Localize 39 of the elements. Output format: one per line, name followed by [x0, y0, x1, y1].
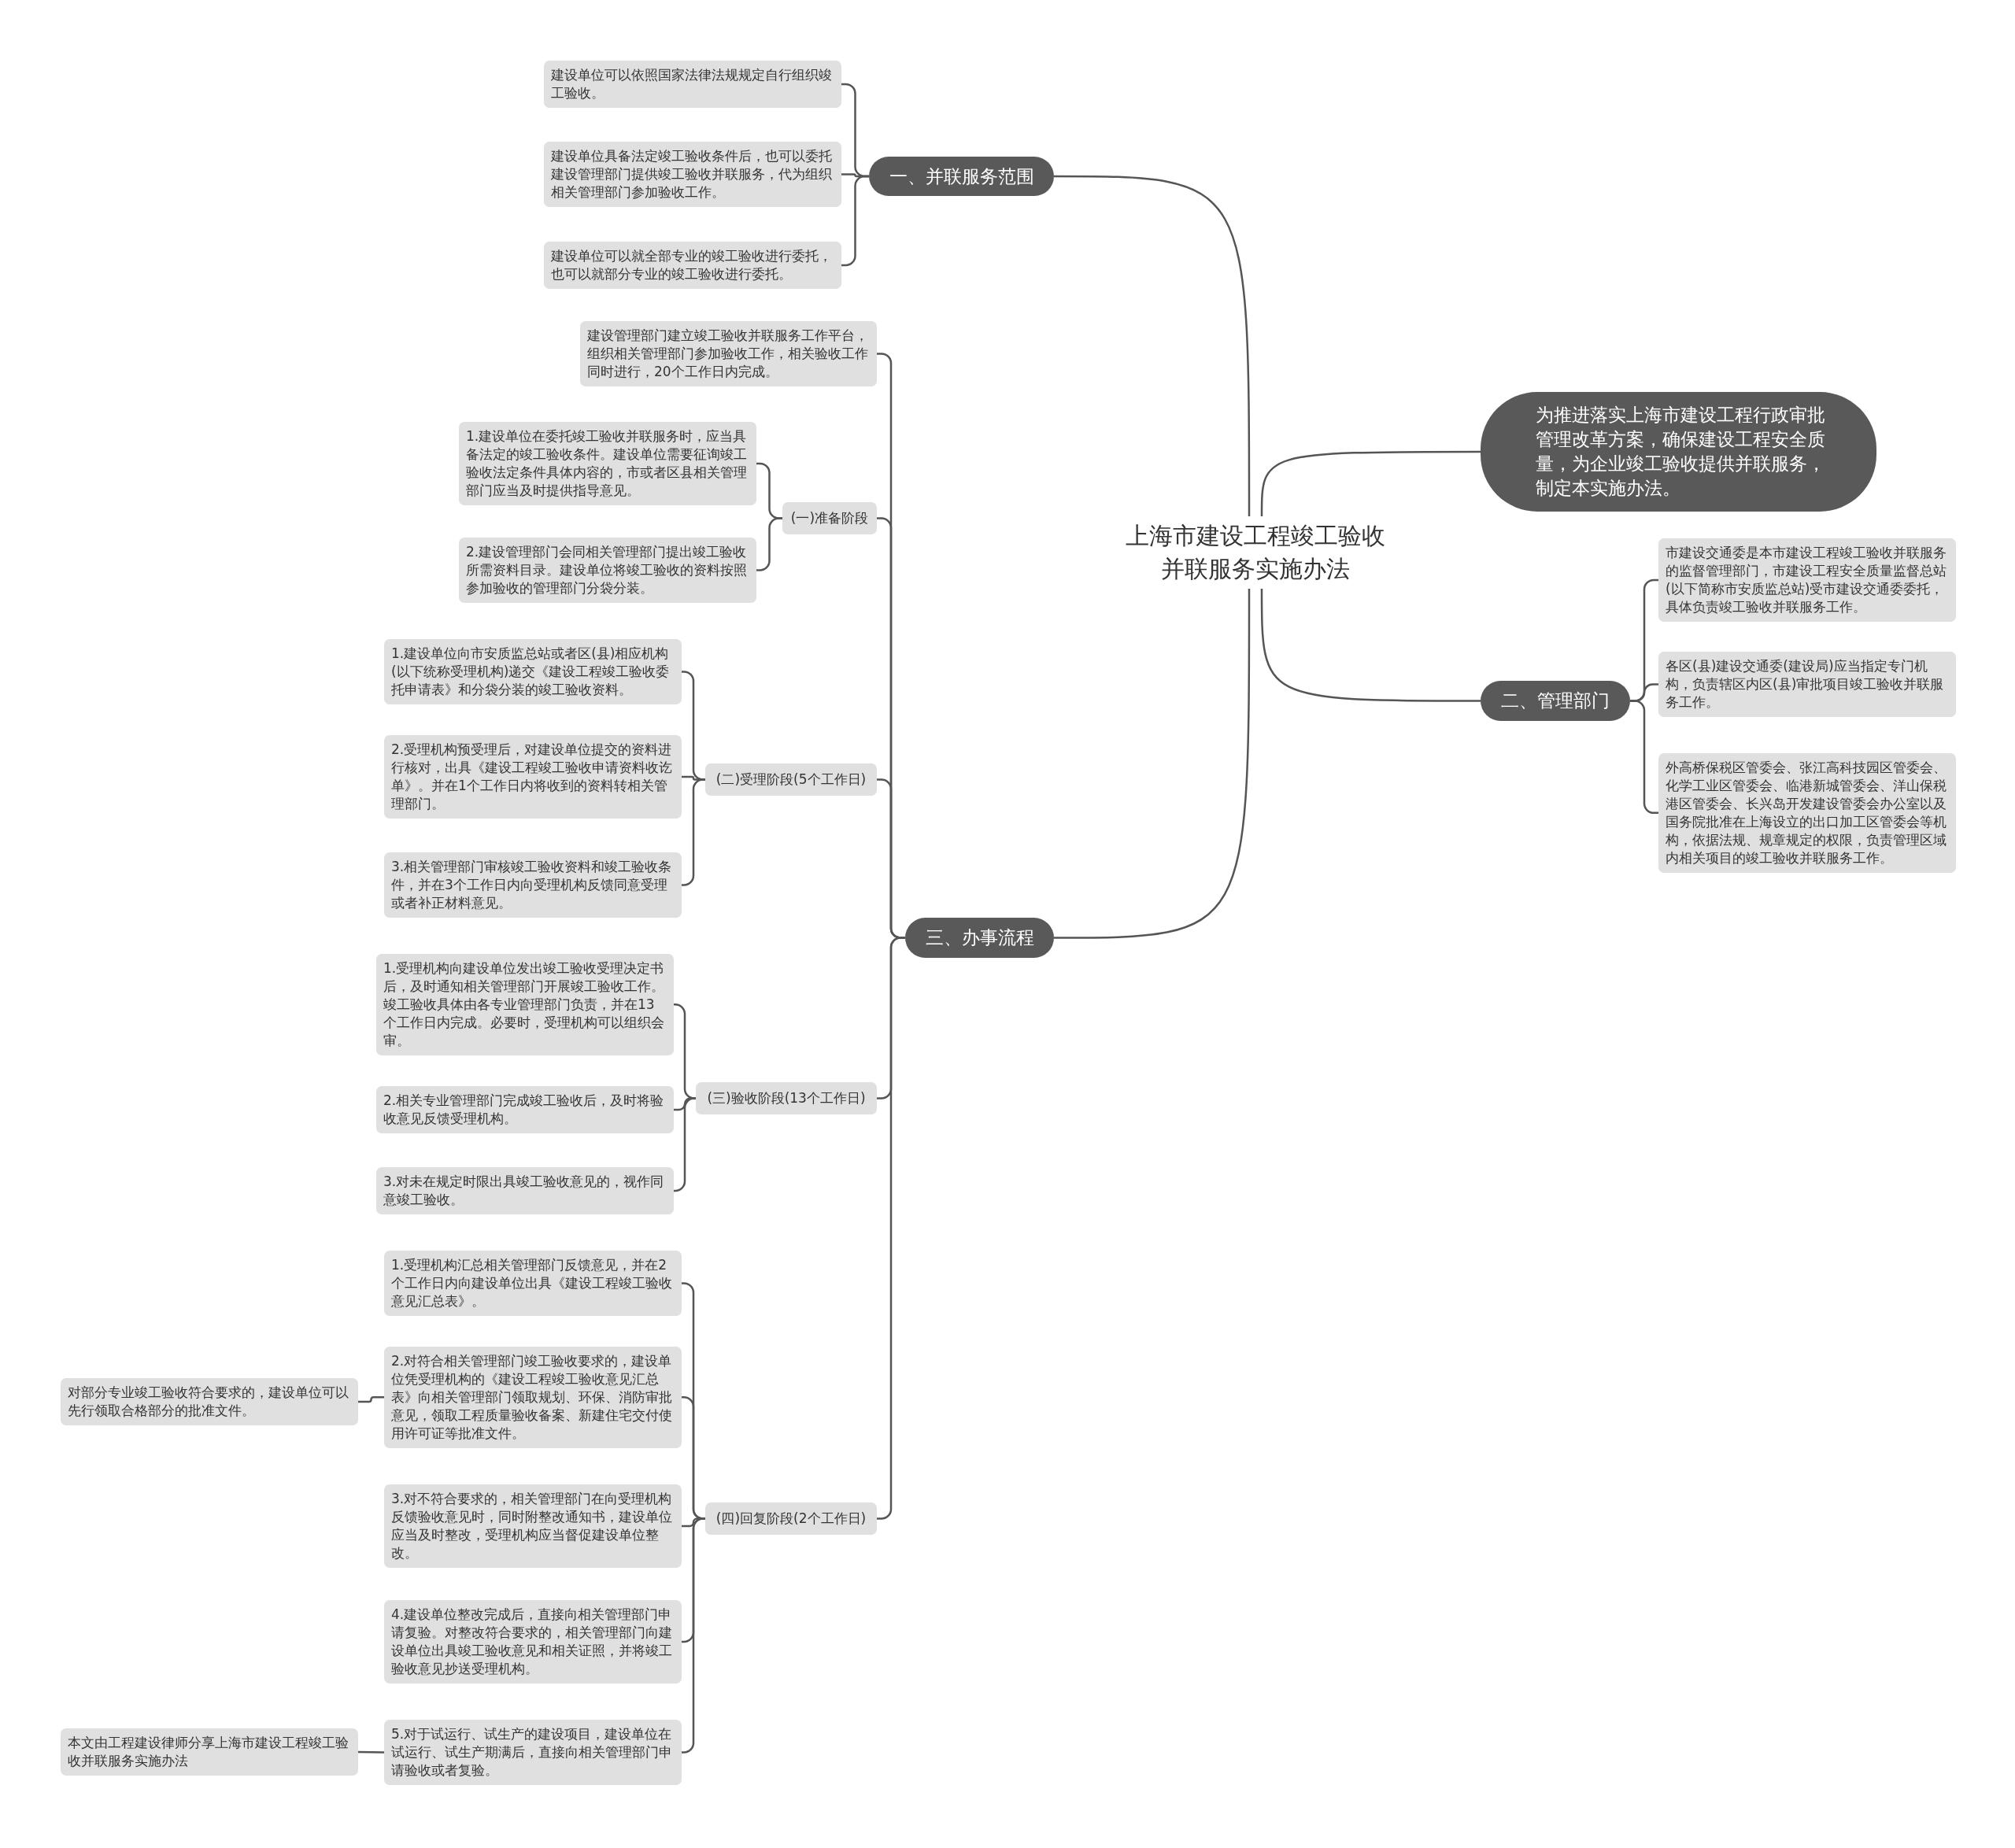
text-card: 1.受理机构汇总相关管理部门反馈意见，并在2个工作日内向建设单位出具《建设工程竣工验收意见汇总表》。 [384, 1251, 682, 1316]
connector-line [673, 1097, 697, 1192]
connector-line [1054, 589, 1251, 939]
topic-pill: 为推进落实上海市建设工程行政审批管理改革方案，确保建设工程安全质量，为企业竣工验收提供并联服务，制定本实施办法。 [1481, 392, 1876, 512]
text-card: 建设单位可以依照国家法律法规规定自行组织竣工验收。 [544, 61, 841, 108]
text-card: 1.建设单位向市安质监总站或者区(县)相应机构(以下统称受理机构)递交《建设工程竣工验收委托申请表》和分袋分装的竣工验收资料。 [384, 639, 682, 704]
text-card: 1.受理机构向建设单位发出竣工验收受理决定书后，及时通知相关管理部门开展竣工验收工作。竣工验收具体由各专业管理部门负责，并在13个工作日内完成。必要时，受理机构可以组织会审。 [376, 954, 674, 1055]
connector-line [1260, 589, 1481, 702]
subtopic-card: (三)验收阶段(13个工作日) [696, 1082, 877, 1114]
topic-pill: 三、办事流程 [905, 918, 1054, 958]
connector-line [358, 1750, 384, 1754]
text-card: 对部分专业竣工验收符合要求的，建设单位可以先行领取合格部分的批准文件。 [61, 1378, 358, 1425]
text-card: 1.建设单位在委托竣工验收并联服务时，应当具备法定的竣工验收条件。建设单位需要征询竣工验收法定条件具体内容的，市或者区县相关管理部门应当及时提供指导意见。 [459, 422, 756, 505]
text-card: 3.相关管理部门审核竣工验收资料和竣工验收条件，并在3个工作日内向受理机构反馈同意受理或者补正材料意见。 [384, 852, 682, 918]
text-card: 建设单位可以就全部专业的竣工验收进行委托，也可以就部分专业的竣工验收进行委托。 [544, 242, 841, 289]
text-card: 本文由工程建设律师分享上海市建设工程竣工验收并联服务实施办法 [61, 1728, 358, 1776]
central-topic-text: 上海市建设工程竣工验收并联服务实施办法 [1126, 519, 1385, 586]
text-card: 2.对符合相关管理部门竣工验收要求的，建设单位凭受理机构的《建设工程竣工验收意见汇总表》向相关管理部门领取规划、环保、消防审批意见，领取工程质量验收备案、新建住宅交付使用许可证等批准文件。 [384, 1347, 682, 1448]
topic-pill: 一、并联服务范围 [869, 157, 1054, 196]
topic-pill: 二、管理部门 [1481, 681, 1630, 721]
connector-line [358, 1396, 384, 1403]
text-card: 外高桥保税区管委会、张江高科技园区管委会、化学工业区管委会、临港新城管委会、洋山保税港区管委会、长兴岛开发建设管委会办公室以及国务院批准在上海设立的出口加工区管委会等机构，依据法规、规章规定的权限，负责管理区域内相关项目的竣工验收并联服务工作。 [1658, 753, 1956, 873]
text-card: 2.相关专业管理部门完成竣工验收后，及时将验收意见反馈受理机构。 [376, 1086, 674, 1133]
text-card: 5.对于试运行、试生产的建设项目，建设单位在试运行、试生产期满后，直接向相关管理部门申请验收或者复验。 [384, 1720, 682, 1785]
text-card: 各区(县)建设交通委(建设局)应当指定专门机构，负责辖区内区(县)审批项目竣工验收并联服务工作。 [1658, 652, 1956, 717]
text-card: 2.建设管理部门会同相关管理部门提出竣工验收所需资料目录。建设单位将竣工验收的资料按照参加验收的管理部门分袋分装。 [459, 538, 756, 603]
text-card: 市建设交通委是本市建设工程竣工验收并联服务的监督管理部门，市建设工程安全质量监督总站(以下简称市安质监总站)受市建设交通委委托，具体负责竣工验收并联服务工作。 [1658, 538, 1956, 622]
connector-line [1054, 175, 1251, 516]
subtopic-card: (一)准备阶段 [782, 502, 877, 534]
text-card: 4.建设单位整改完成后，直接向相关管理部门申请复验。对整改符合要求的，相关管理部门向建设单位出具竣工验收意见和相关证照，并将竣工验收意见抄送受理机构。 [384, 1600, 682, 1684]
text-card: 建设单位具备法定竣工验收条件后，也可以委托建设管理部门提供竣工验收并联服务，代为组织相关管理部门参加验收工作。 [544, 142, 841, 207]
connector-line [682, 778, 705, 886]
subtopic-card: (二)受理阶段(5个工作日) [705, 763, 877, 796]
text-card: 建设管理部门建立竣工验收并联服务工作平台，组织相关管理部门参加验收工作，相关验收工作同时进行，20个工作日内完成。 [580, 321, 877, 386]
connector-line [1260, 450, 1481, 516]
text-card: 3.对未在规定时限出具竣工验收意见的，视作同意竣工验收。 [376, 1167, 674, 1214]
text-card: 3.对不符合要求的，相关管理部门在向受理机构反馈验收意见时，同时附整改通知书，建设单位应当及时整改，受理机构应当督促建设单位整改。 [384, 1484, 682, 1568]
text-card: 2.受理机构预受理后，对建设单位提交的资料进行核对，出具《建设工程竣工验收申请资料收讫单》。并在1个工作日内将收到的资料转相关管理部门。 [384, 735, 682, 819]
subtopic-card: (四)回复阶段(2个工作日) [705, 1502, 877, 1535]
